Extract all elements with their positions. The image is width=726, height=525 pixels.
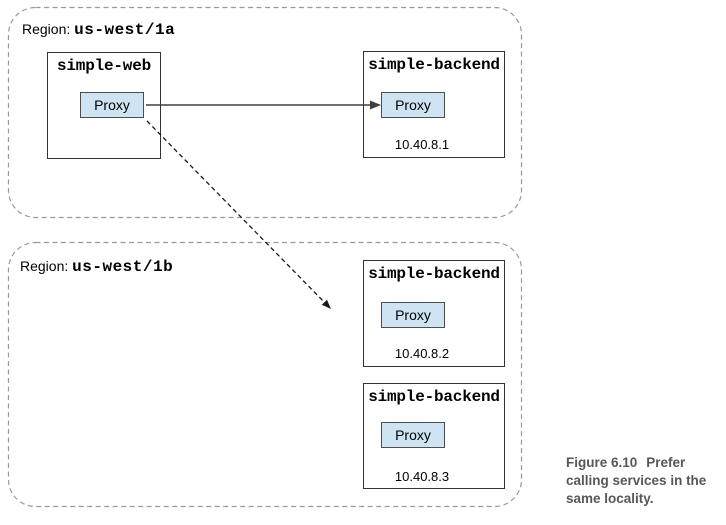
- region-label: Region: us-west/1a: [22, 21, 175, 39]
- service-box-simple-web: simple-web Proxy: [47, 52, 161, 159]
- service-title: simple-web: [56, 57, 152, 75]
- service-title: simple-backend: [368, 56, 500, 74]
- region-label-prefix: Region:: [20, 258, 69, 274]
- proxy-box: Proxy: [80, 92, 144, 118]
- proxy-box: Proxy: [381, 92, 445, 118]
- region-label: Region: us-west/1b: [20, 258, 173, 276]
- service-box-simple-backend-2: simple-backend Proxy 10.40.8.2: [363, 260, 505, 367]
- region-name: us-west/1b: [72, 258, 174, 276]
- service-title: simple-backend: [368, 265, 500, 283]
- service-title: simple-backend: [368, 388, 500, 406]
- figure-caption-text: Prefer calling services in the same loca…: [566, 455, 707, 506]
- ip-address: 10.40.8.2: [394, 346, 450, 361]
- proxy-box: Proxy: [381, 422, 445, 448]
- ip-address: 10.40.8.3: [394, 469, 450, 484]
- region-name: us-west/1a: [74, 21, 176, 39]
- figure-caption-label: Figure 6.10: [566, 455, 638, 470]
- region-label-prefix: Region:: [22, 21, 71, 37]
- service-box-simple-backend-3: simple-backend Proxy 10.40.8.3: [363, 383, 505, 489]
- ip-address: 10.40.8.1: [394, 137, 450, 152]
- service-box-simple-backend-1: simple-backend Proxy 10.40.8.1: [363, 51, 505, 158]
- proxy-box: Proxy: [381, 302, 445, 328]
